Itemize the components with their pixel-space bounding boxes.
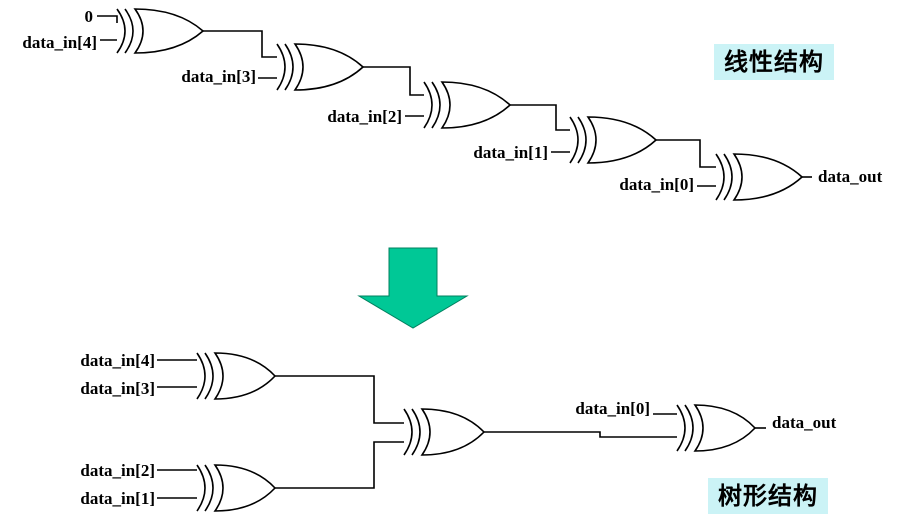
linear-structure-title: 线性结构 [714,44,834,80]
tree-output-label: data_out [772,413,837,432]
tree-input-label: data_in[4] [80,351,155,370]
xor-gate-back-curve [577,116,587,164]
xor-gate-back-curve [276,43,286,91]
xor-gate-body [133,8,205,54]
xor-gate-back-curve [411,408,421,456]
wires [97,15,812,499]
xor-gate-back-curve [196,352,206,400]
wire [484,431,677,438]
linear-input-label: data_in[4] [22,33,97,52]
tree-input-label: data_in[1] [80,489,155,508]
xor-gate [196,464,277,512]
xor-gate-back-curve [204,464,214,512]
linear-input-label: data_in[2] [327,107,402,126]
xor-gate-back-curve [124,8,134,54]
xor-gate [569,116,658,164]
transform-down-arrow [357,247,469,329]
xor-gate-body [213,464,277,512]
wire [363,66,424,96]
xor-gates [116,8,804,512]
xor-gate-back-curve [569,116,579,164]
xor-gate-body [420,408,486,456]
xor-gate [715,153,804,201]
xor-gate-body [440,81,512,129]
linear-input-label: data_in[3] [181,67,256,86]
wire [275,441,404,489]
xor-gate [276,43,365,91]
xor-gate-back-curve [196,464,206,512]
wire [656,139,716,168]
xor-gate-back-curve [715,153,725,201]
xor-gate-back-curve [403,408,413,456]
signal-labels: 0 data_in[4] data_in[3] data_in[2] data_… [22,7,882,508]
xor-gate-body [586,116,658,164]
xor-gate-body [293,43,365,91]
linear-output-label: data_out [818,167,883,186]
xor-gate-back-curve [431,81,441,129]
xor-gate-body [693,404,757,452]
wire [203,30,277,58]
wire [510,104,570,131]
tree-input-label: data_in[0] [575,399,650,418]
xor-gate-back-curve [284,43,294,91]
xor-gate-back-curve [423,81,433,129]
linear-input-label: 0 [85,7,94,26]
xor-gate [676,404,757,452]
xor-gate-back-curve [204,352,214,400]
xor-gate-back-curve [723,153,733,201]
xor-gate-body [213,352,277,400]
linear-input-label: data_in[1] [473,143,548,162]
tree-input-label: data_in[3] [80,379,155,398]
tree-structure-title: 树形结构 [708,478,828,514]
xor-gate [423,81,512,129]
wire [275,375,404,424]
linear-input-label: data_in[0] [619,175,694,194]
tree-input-label: data_in[2] [80,461,155,480]
xor-gate-body [732,153,804,201]
xor-gate-back-curve [684,404,694,452]
xor-gate [196,352,277,400]
xor-gate-back-curve [116,8,126,54]
xor-gate [116,8,205,54]
wire [97,15,118,23]
xor-gate-back-curve [676,404,686,452]
xor-gate [403,408,486,456]
